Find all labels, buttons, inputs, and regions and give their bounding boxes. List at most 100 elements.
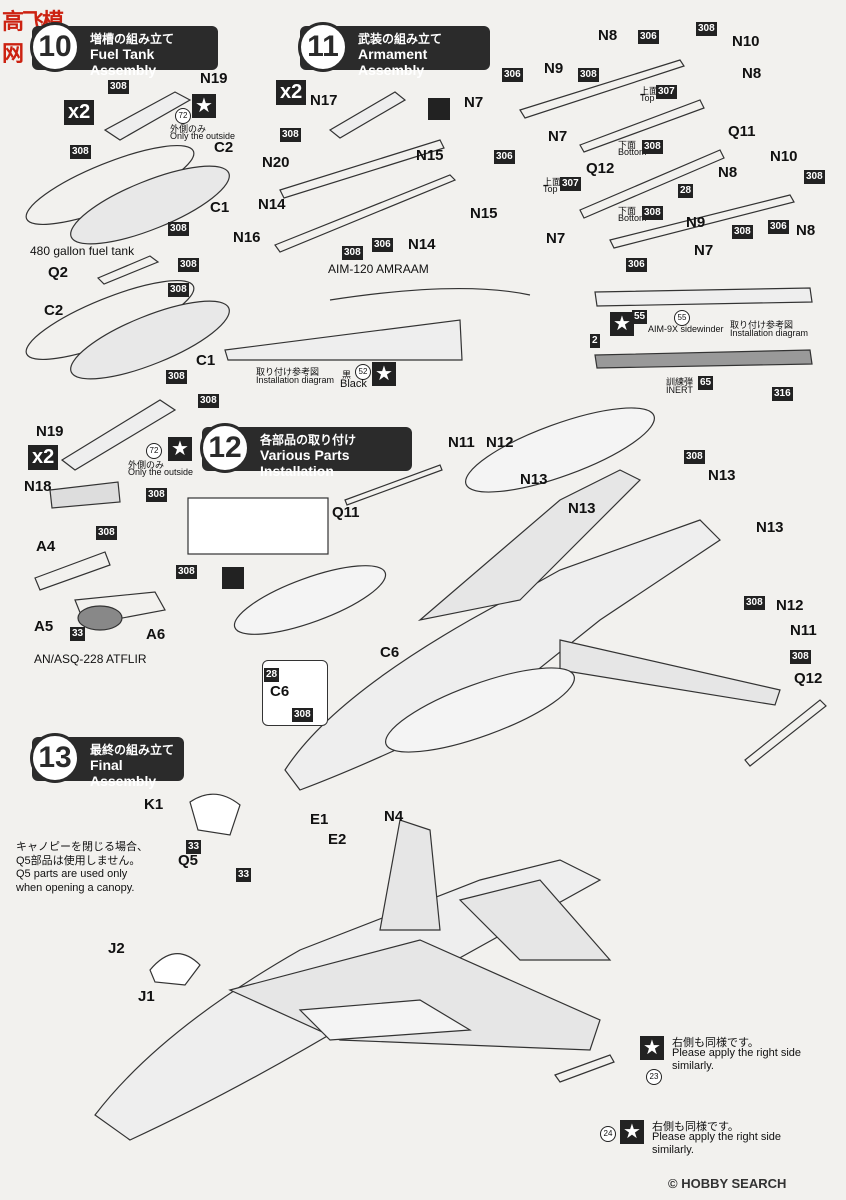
part-label: N15 xyxy=(416,147,444,164)
part-number-box: 308 xyxy=(146,488,167,502)
aim9x-missile-1 xyxy=(519,59,685,119)
missile-12-q12 xyxy=(744,699,827,767)
part-number-box: 33 xyxy=(70,627,86,641)
part-label: K1 xyxy=(144,796,164,813)
pylon-n18 xyxy=(49,481,121,509)
part-number-box: 55 xyxy=(632,310,648,324)
part-number-box: 308 xyxy=(292,708,313,722)
bottom-note-jp: 下面 xyxy=(618,206,637,216)
part-number-box: 308 xyxy=(642,206,663,220)
fuel-tank-half-2 xyxy=(70,165,230,245)
part-label: N8 xyxy=(796,222,816,239)
part-label: N17 xyxy=(310,92,338,109)
atflir-caption: AN/ASQ-228 ATFLIR xyxy=(34,652,147,666)
part-number-box: 65 xyxy=(698,376,714,390)
section-10-number: 10 xyxy=(30,22,80,72)
black-note-jp: 黒 xyxy=(342,370,352,380)
part-number-box: 308 xyxy=(168,283,189,297)
part-number-box: 307 xyxy=(656,85,677,99)
part-label: Q12 xyxy=(794,670,823,687)
part-number-box: 308 xyxy=(642,140,663,154)
part-label: C2 xyxy=(214,139,234,156)
drop-tank-13 xyxy=(298,999,472,1041)
part-label: N19 xyxy=(200,70,228,87)
section-12-number: 12 xyxy=(200,423,250,473)
aim9x-missile-2 xyxy=(609,194,795,249)
amraam-install xyxy=(224,319,463,361)
part-label: E1 xyxy=(310,811,329,828)
part-number-box: 306 xyxy=(638,30,659,44)
part-number-box: 306 xyxy=(372,238,393,252)
part-label: N7 xyxy=(546,230,566,247)
paint-color-circle: 52 xyxy=(355,364,371,380)
missile-12-q11 xyxy=(344,464,443,506)
part-label: C1 xyxy=(210,199,230,216)
part-number-box: 308 xyxy=(198,394,219,408)
part-number-box: 306 xyxy=(502,68,523,82)
part-label: N12 xyxy=(776,597,804,614)
part-number-box: 308 xyxy=(176,565,197,579)
part-label: A5 xyxy=(34,618,54,635)
missile-13 xyxy=(554,1054,615,1083)
right-side-note-jp: 右側も同様です。 xyxy=(652,1121,739,1133)
aim9x-install xyxy=(594,287,813,307)
canopy-j2 xyxy=(149,953,201,986)
part-number-box: 308 xyxy=(168,222,189,236)
part-label: N16 xyxy=(233,229,261,246)
part-label: C6 xyxy=(270,683,290,700)
part-number-box: 2 xyxy=(590,334,600,348)
stabilator-13 xyxy=(458,879,612,961)
part-label: N13 xyxy=(520,471,548,488)
black-note-en: Black xyxy=(340,378,367,390)
section-12-header: 12 各部品の取り付け Various Parts Installation xyxy=(200,423,412,479)
right-side-note-en-2: similarly. xyxy=(652,1144,694,1156)
part-label: N9 xyxy=(686,214,706,231)
install-note-jp: 取り付け参考図 xyxy=(256,367,320,377)
part-number-box: 28 xyxy=(264,668,280,682)
part-number-box: 308 xyxy=(744,596,765,610)
part-label: N4 xyxy=(384,808,404,825)
vertical-tail-13 xyxy=(379,819,441,931)
part-label: Q11 xyxy=(332,504,360,521)
install-ref-box xyxy=(187,497,329,555)
inert-note-jp: 訓練弾 xyxy=(666,377,694,387)
launcher-q12 xyxy=(579,99,705,153)
part-label: N10 xyxy=(732,33,760,50)
part-label: Q11 xyxy=(728,123,756,140)
star-icon: ★ xyxy=(640,1036,664,1060)
paint-color-circle: 23 xyxy=(646,1069,662,1085)
pylon-q2 xyxy=(96,255,160,285)
note-outside-jp: 外側のみ xyxy=(128,460,165,470)
launcher-q11 xyxy=(579,149,725,219)
paint-color-circle: 72 xyxy=(175,108,191,124)
section-12-title-en: Various Parts Installation xyxy=(260,447,350,479)
paint-color-circle: 55 xyxy=(674,310,690,326)
part-number-box: 28 xyxy=(678,184,694,198)
atflir-a4 xyxy=(34,551,111,591)
part-label: Q2 xyxy=(48,264,69,281)
inert-note-en: INERT xyxy=(666,385,693,395)
install-note-en: Installation diagram xyxy=(730,328,809,338)
pylon-top-1 xyxy=(103,91,192,141)
part-label: N20 xyxy=(262,154,290,171)
part-label: N14 xyxy=(408,236,436,253)
part-label: N8 xyxy=(598,27,618,44)
part-label: N7 xyxy=(694,242,714,259)
part-label: N14 xyxy=(258,196,286,213)
canopy-note-jp-1: キャノピーを閉じる場合、 xyxy=(16,841,148,853)
section-13-title-en: Final Assembly xyxy=(90,757,157,789)
part-label: N15 xyxy=(470,205,498,222)
part-label: N7 xyxy=(548,128,568,145)
right-side-note-en-1: Please apply the right side xyxy=(672,1047,802,1059)
star-icon: ★ xyxy=(620,1120,644,1144)
top-note-en: Top xyxy=(640,93,655,103)
part-number-box: 308 xyxy=(342,246,363,260)
drop-tank-12a xyxy=(233,565,387,635)
part-label: A6 xyxy=(146,626,166,643)
canopy-k1 xyxy=(189,793,241,836)
part-label: Q12 xyxy=(586,160,615,177)
part-number-box: 307 xyxy=(560,177,581,191)
part-number-box: 308 xyxy=(790,650,811,664)
footer-credit: © HOBBY SEARCH xyxy=(668,1176,787,1191)
